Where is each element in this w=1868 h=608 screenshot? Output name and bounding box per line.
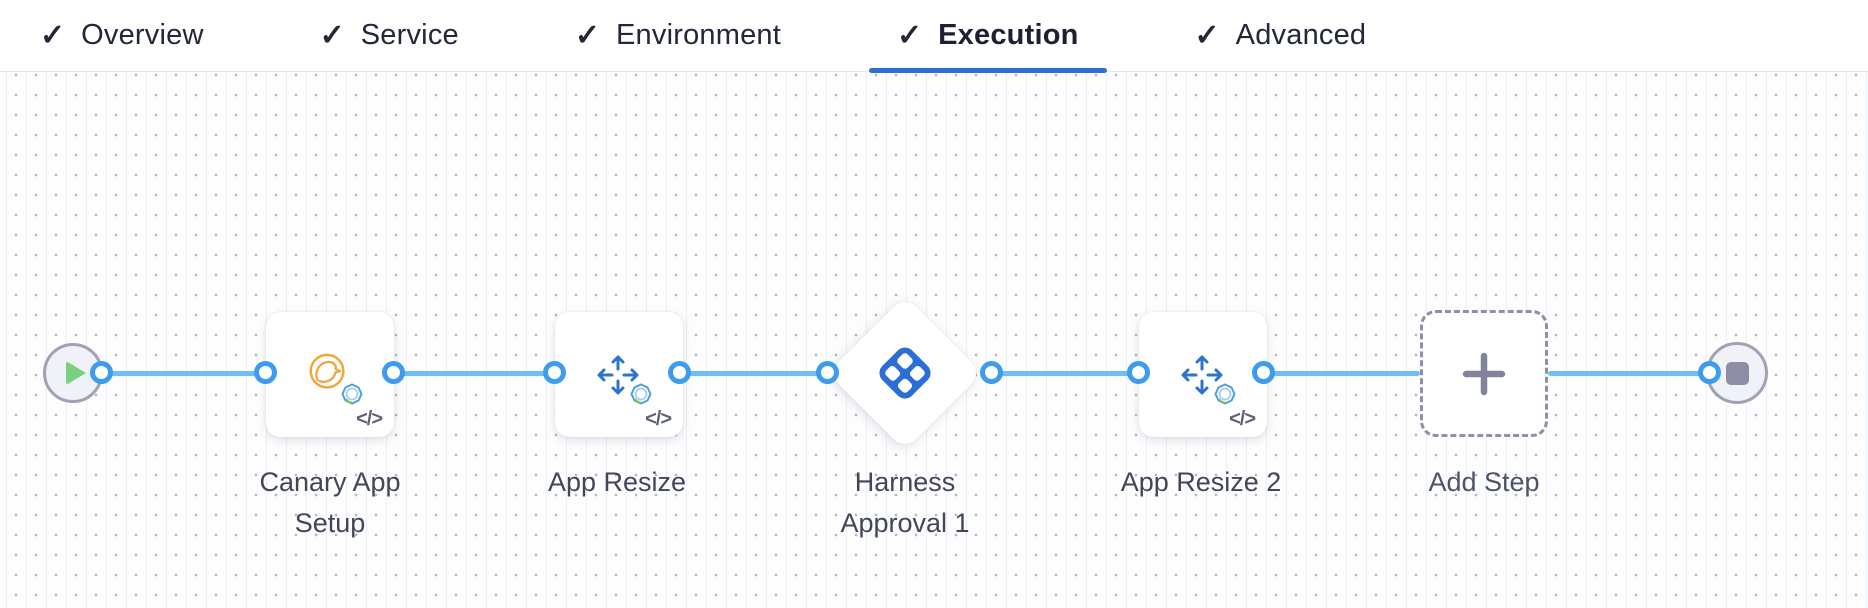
move-arrows-icon [1181,355,1223,394]
stop-icon [1725,361,1749,385]
tab-label: Environment [616,19,781,51]
node-port[interactable] [668,361,691,384]
edge-connector [102,371,266,376]
move-arrows-icon [597,355,639,394]
node-port[interactable] [816,361,839,384]
check-icon: ✓ [1194,18,1220,52]
step-label-app-resize: App Resize [547,467,687,497]
tab-label: Execution [938,19,1079,51]
edge-connector [680,371,828,376]
node-port[interactable] [90,361,113,384]
tab-label: Advanced [1235,19,1367,51]
canary-bird-icon [309,353,345,389]
edge-connector [1548,371,1710,376]
gear-badge-icon [341,382,363,405]
gear-badge-icon [1214,382,1236,405]
gear-badge-icon [630,382,652,405]
step-node-harness-approval[interactable] [827,295,983,451]
play-icon [66,361,86,385]
code-icon[interactable]: </> [1229,408,1256,430]
step-node-app-resize[interactable]: </> [555,312,683,437]
node-port[interactable] [543,361,566,384]
add-step-node[interactable] [1420,310,1548,437]
add-step-label: Add Step [1428,467,1540,497]
pipeline-canvas[interactable]: </> </> [0,72,1868,608]
step-node-app-resize-2[interactable]: </> [1139,312,1267,437]
check-icon: ✓ [897,18,923,52]
harness-approval-icon [875,343,935,403]
tab-label: Service [360,19,459,51]
edge-connector [1264,371,1420,376]
step-label-harness-approval: Harness Approval 1 [840,467,970,538]
edge-connector [992,371,1139,376]
node-port[interactable] [254,361,277,384]
node-port[interactable] [980,361,1003,384]
step-node-canary-app-setup[interactable]: </> [266,312,394,437]
tab-label: Overview [81,19,204,51]
code-icon[interactable]: </> [356,408,383,430]
tab-execution[interactable]: ✓ Execution [869,0,1107,73]
tab-service[interactable]: ✓ Service [292,0,487,72]
node-port[interactable] [382,361,405,384]
node-port[interactable] [1127,361,1150,384]
plus-icon [1462,352,1506,395]
tab-overview[interactable]: ✓ Overview [12,0,232,72]
check-icon: ✓ [574,18,600,52]
stage-config-tabs: ✓ Overview ✓ Service ✓ Environment ✓ Exe… [0,0,1868,73]
node-port[interactable] [1698,361,1721,384]
step-label-canary-app-setup: Canary App Setup [259,467,401,538]
tab-environment[interactable]: ✓ Environment [547,0,809,72]
step-label-app-resize-2: App Resize 2 [1120,467,1282,497]
tab-advanced[interactable]: ✓ Advanced [1167,0,1395,72]
node-port[interactable] [1252,361,1275,384]
code-icon[interactable]: </> [645,408,672,430]
check-icon: ✓ [40,18,66,52]
check-icon: ✓ [319,18,345,52]
edge-connector [394,371,555,376]
